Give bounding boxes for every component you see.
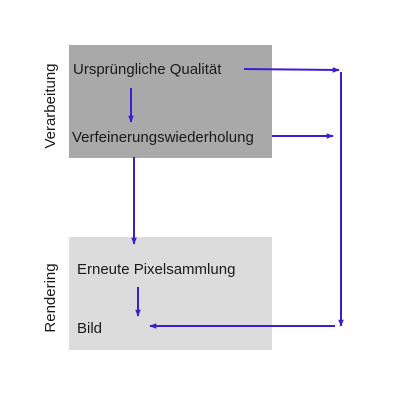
step-original-quality: Ursprüngliche Qualität <box>73 61 222 78</box>
rendering-panel <box>69 237 272 350</box>
rendering-group-label: Rendering <box>42 263 59 333</box>
processing-panel <box>69 45 272 158</box>
step-resample-pixels: Erneute Pixelsammlung <box>77 261 236 278</box>
step-image: Bild <box>77 320 103 337</box>
processing-group-label: Verarbeitung <box>42 63 59 149</box>
step-refinement-repeat: Verfeinerungswiederholung <box>72 129 254 146</box>
